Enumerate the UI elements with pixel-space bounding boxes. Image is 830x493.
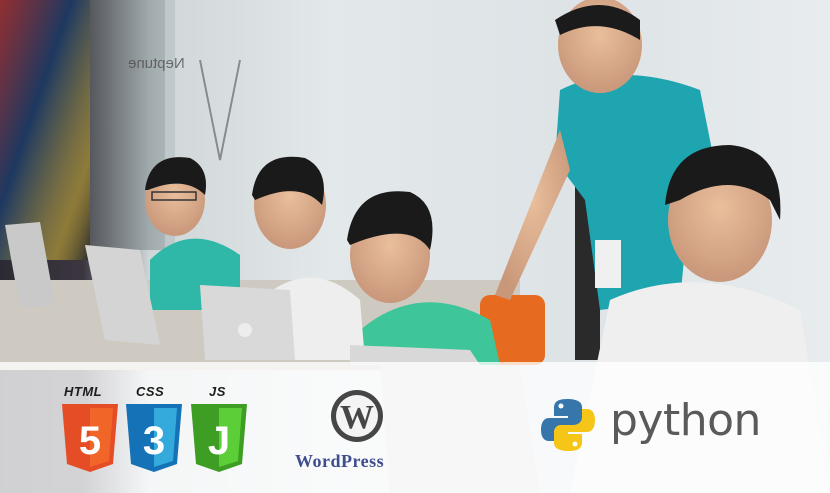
svg-text:W: W [340, 399, 374, 436]
js-label: JS [209, 384, 226, 399]
html5-logo: HTML 5 [60, 384, 120, 476]
wordpress-icon: W [331, 390, 383, 442]
js-logo: JS J [189, 384, 249, 476]
js-shield-icon: J [191, 404, 247, 472]
python-wordmark: python [610, 395, 761, 446]
wall-sign-text: Neptune [128, 55, 185, 72]
wordpress-wordmark: WordPress [295, 451, 385, 471]
css3-logo: CSS 3 [124, 384, 184, 476]
wordpress-logo: W WordPress [295, 388, 425, 476]
svg-text:3: 3 [143, 419, 165, 463]
svg-text:J: J [208, 419, 230, 463]
python-icon [541, 399, 595, 451]
python-logo: python [540, 395, 761, 455]
html-label: HTML [64, 384, 103, 399]
css3-shield-icon: 3 [126, 404, 182, 472]
css-label: CSS [136, 384, 165, 399]
svg-text:5: 5 [79, 419, 101, 463]
html5-shield-icon: 5 [62, 404, 118, 472]
